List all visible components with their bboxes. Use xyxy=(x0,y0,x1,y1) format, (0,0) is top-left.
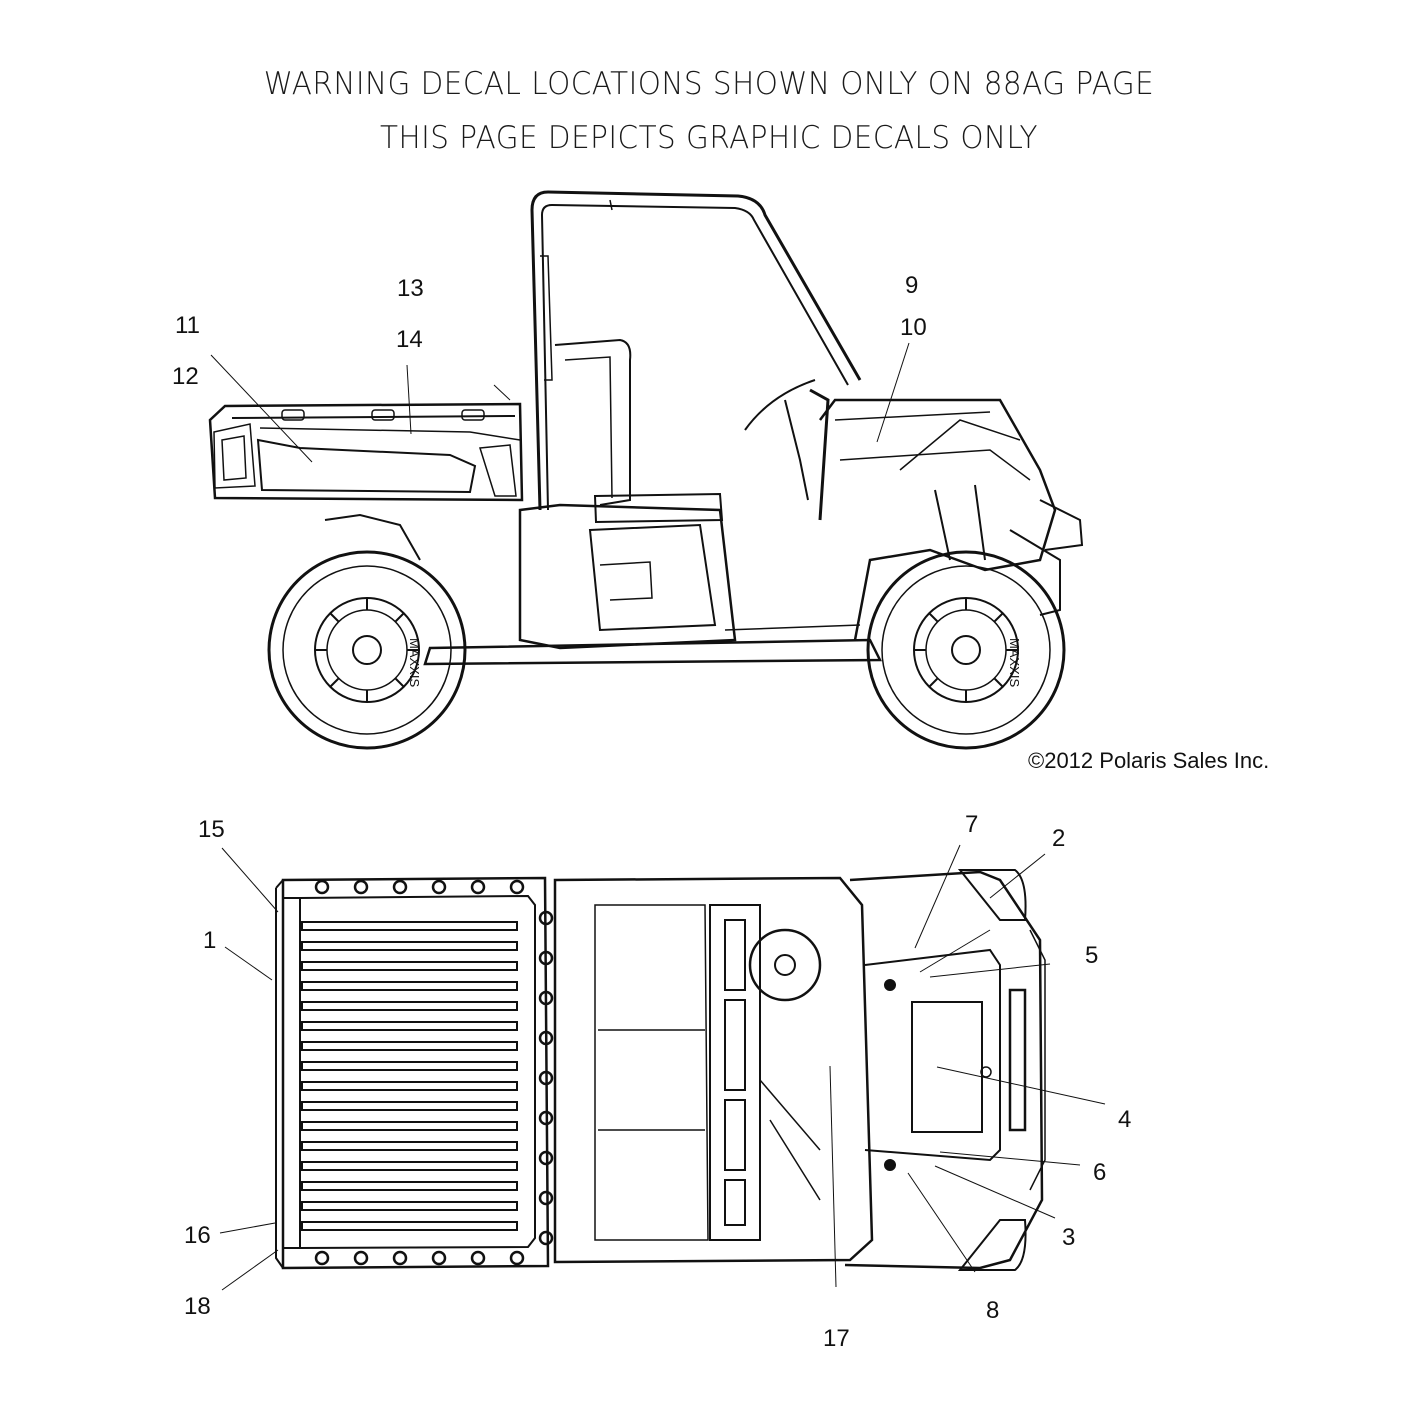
callout-6: 6 xyxy=(1093,1159,1106,1186)
bolt xyxy=(314,1250,330,1266)
callout-18: 18 xyxy=(184,1293,211,1320)
cargo-slat xyxy=(301,981,518,991)
callout-17: 17 xyxy=(823,1325,850,1352)
cargo-box xyxy=(208,402,524,502)
callout-2: 2 xyxy=(1052,825,1065,852)
top-view-vehicle xyxy=(219,844,1106,1291)
cargo-slat xyxy=(301,1061,518,1071)
front-wheel: MAXXIS xyxy=(866,550,1066,750)
callout-3: 3 xyxy=(1062,1224,1075,1251)
bolt xyxy=(538,910,554,926)
bolt xyxy=(470,1250,486,1266)
cargo-bolts xyxy=(314,879,554,1266)
callout-11: 11 xyxy=(175,312,200,339)
callout-15: 15 xyxy=(198,816,225,843)
body xyxy=(324,379,1084,666)
side-callouts: 9 10 11 12 13 14 xyxy=(172,272,927,390)
bolt xyxy=(353,1250,369,1266)
cargo-slat xyxy=(301,1041,518,1051)
callout-9: 9 xyxy=(905,272,918,299)
callout-8: 8 xyxy=(986,1297,999,1324)
hood xyxy=(844,870,1046,1270)
top-leader-lines xyxy=(219,844,1106,1291)
cargo-slat xyxy=(301,1081,518,1091)
bolt xyxy=(314,879,330,895)
callout-10: 10 xyxy=(900,314,927,341)
callout-5: 5 xyxy=(1085,942,1098,969)
cargo-slat xyxy=(301,1201,518,1211)
header-warning-line: WARNING DECAL LOCATIONS SHOWN ONLY ON 88… xyxy=(263,66,1155,102)
bolt xyxy=(538,1070,554,1086)
bolt xyxy=(538,1110,554,1126)
callout-12: 12 xyxy=(172,363,199,390)
front-tires-top xyxy=(957,869,1027,1271)
bolt xyxy=(538,1230,554,1246)
cargo-slat xyxy=(301,1161,518,1171)
callout-4: 4 xyxy=(1118,1106,1131,1133)
bolt xyxy=(538,1190,554,1206)
tire-brand-front: MAXXIS xyxy=(1007,638,1022,687)
cargo-slat xyxy=(301,1021,518,1031)
bolt xyxy=(392,879,408,895)
callout-1: 1 xyxy=(203,927,216,954)
header-graphic-line: THIS PAGE DEPICTS GRAPHIC DECALS ONLY xyxy=(380,120,1038,156)
copyright-notice: ©2012 Polaris Sales Inc. xyxy=(1028,748,1270,773)
cargo-slat xyxy=(301,1121,518,1131)
bolt xyxy=(392,1250,408,1266)
bolt xyxy=(538,1030,554,1046)
side-view-vehicle: MAXXIS MAXXIS xyxy=(208,190,1084,750)
bolt xyxy=(538,950,554,966)
roll-cage xyxy=(530,190,862,511)
cargo-slat xyxy=(301,1101,518,1111)
cargo-slat xyxy=(301,961,518,971)
seat xyxy=(554,338,724,524)
side-leader-lines xyxy=(210,342,910,463)
tire-brand-rear: MAXXIS xyxy=(407,638,422,687)
cargo-slat xyxy=(301,1221,518,1231)
bolt xyxy=(538,1150,554,1166)
cargo-slat xyxy=(301,1001,518,1011)
bolt xyxy=(509,1250,525,1266)
cargo-bed xyxy=(275,876,550,1270)
rear-wheel: MAXXIS xyxy=(267,550,467,750)
callout-14: 14 xyxy=(396,326,423,353)
callout-7: 7 xyxy=(965,811,978,838)
bolt xyxy=(353,879,369,895)
bolt xyxy=(538,990,554,1006)
cargo-slat xyxy=(301,941,518,951)
bolt xyxy=(509,879,525,895)
callout-16: 16 xyxy=(184,1222,211,1249)
top-callouts: 1 2 3 4 5 6 7 8 15 16 17 18 xyxy=(184,811,1131,1352)
bolt xyxy=(431,1250,447,1266)
cab xyxy=(553,876,874,1264)
cargo-slat xyxy=(301,921,518,931)
cargo-slats xyxy=(301,921,518,1231)
cargo-slat xyxy=(301,1141,518,1151)
callout-13: 13 xyxy=(397,275,424,302)
bolt xyxy=(470,879,486,895)
cargo-slat xyxy=(301,1181,518,1191)
bolt xyxy=(431,879,447,895)
